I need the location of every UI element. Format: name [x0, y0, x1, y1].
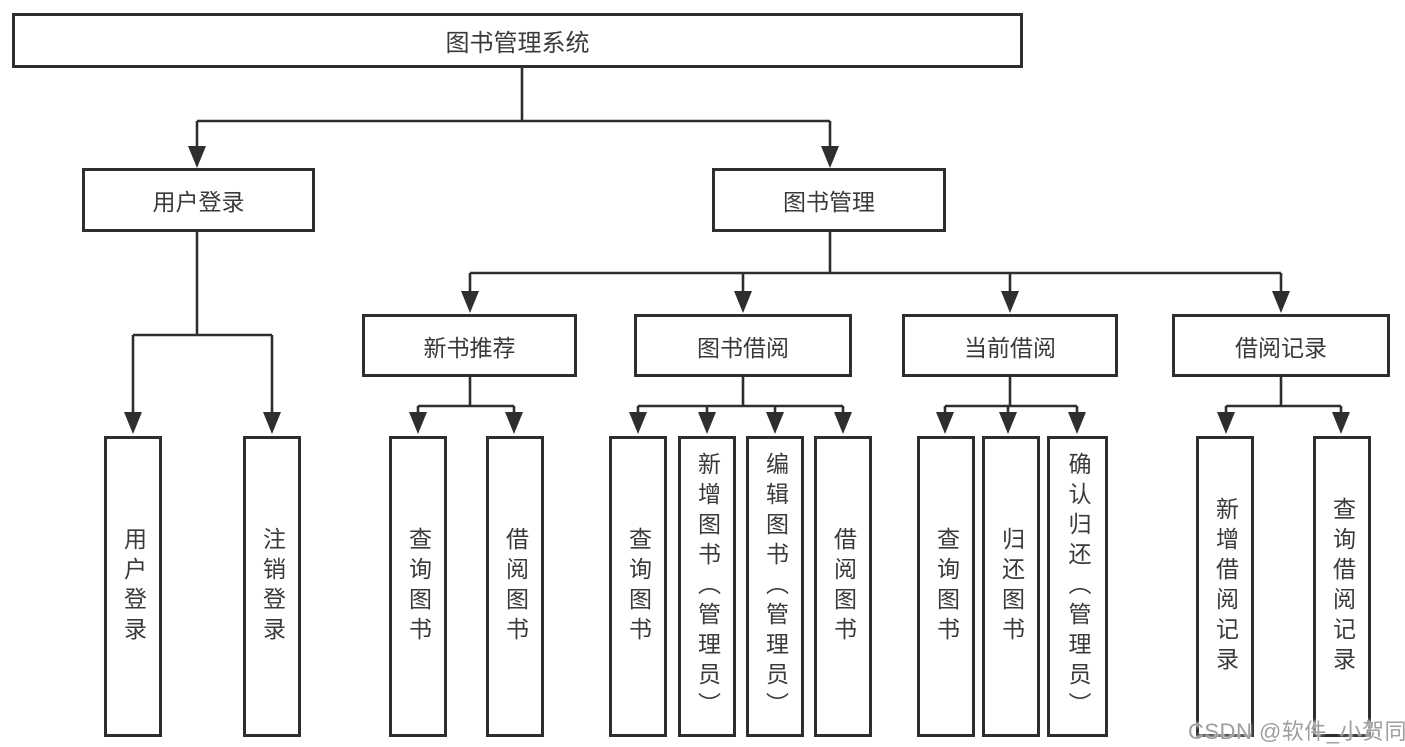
watermark: CSDN @软件_小贺同学	[1188, 719, 1405, 744]
leaf-nb-query-books-label: 查询图书	[405, 526, 432, 647]
leaf-br-query-record: 查询借阅记录	[1313, 436, 1371, 737]
node-book-management-label: 图书管理	[783, 189, 875, 215]
leaf-bb-add-books-admin-label: 新增图书（管理员）	[694, 451, 721, 722]
node-library-system: 图书管理系统	[12, 13, 1023, 68]
node-book-borrowing-label: 图书借阅	[697, 334, 789, 361]
connector-wires	[131, 66, 1343, 414]
leaf-logout: 注销登录	[243, 436, 301, 737]
leaf-br-add-record-label: 新增借阅记录	[1212, 496, 1239, 677]
leaf-user-login: 用户登录	[104, 436, 162, 737]
node-library-system-label: 图书管理系统	[445, 30, 590, 57]
leaf-br-add-record: 新增借阅记录	[1196, 436, 1254, 737]
leaf-cb-return-books: 归还图书	[982, 436, 1040, 737]
leaf-user-login-label: 用户登录	[120, 526, 147, 647]
node-new-book-recommend: 新书推荐	[362, 314, 577, 377]
leaf-cb-query-books: 查询图书	[917, 436, 975, 737]
node-borrow-records: 借阅记录	[1172, 314, 1390, 377]
node-current-borrowing: 当前借阅	[902, 314, 1118, 377]
leaf-bb-query-books: 查询图书	[609, 436, 667, 737]
leaf-nb-query-books: 查询图书	[389, 436, 447, 737]
leaf-bb-edit-books-admin: 编辑图书（管理员）	[746, 436, 804, 737]
leaf-cb-return-books-label: 归还图书	[998, 526, 1025, 647]
node-book-borrowing: 图书借阅	[634, 314, 852, 377]
node-borrow-records-label: 借阅记录	[1235, 334, 1327, 361]
node-new-book-recommend-label: 新书推荐	[423, 334, 516, 361]
leaf-cb-confirm-return-admin-label: 确认归还（管理员）	[1065, 451, 1091, 722]
leaf-cb-query-books-label: 查询图书	[933, 526, 960, 647]
leaf-bb-query-books-label: 查询图书	[625, 526, 652, 647]
leaf-nb-borrow-books: 借阅图书	[486, 436, 544, 737]
leaf-br-query-record-label: 查询借阅记录	[1329, 496, 1356, 677]
node-book-management: 图书管理	[712, 168, 946, 232]
node-current-borrowing-label: 当前借阅	[964, 334, 1056, 361]
leaf-nb-borrow-books-label: 借阅图书	[502, 526, 529, 647]
leaf-bb-borrow-books-label: 借阅图书	[830, 526, 857, 647]
leaf-bb-borrow-books: 借阅图书	[814, 436, 872, 737]
node-user-login: 用户登录	[82, 168, 315, 232]
leaf-logout-label: 注销登录	[259, 526, 286, 647]
leaf-cb-confirm-return-admin: 确认归还（管理员）	[1047, 436, 1108, 737]
node-user-login-label: 用户登录	[152, 189, 245, 215]
leaf-bb-edit-books-admin-label: 编辑图书（管理员）	[762, 451, 789, 722]
leaf-bb-add-books-admin: 新增图书（管理员）	[678, 436, 736, 737]
